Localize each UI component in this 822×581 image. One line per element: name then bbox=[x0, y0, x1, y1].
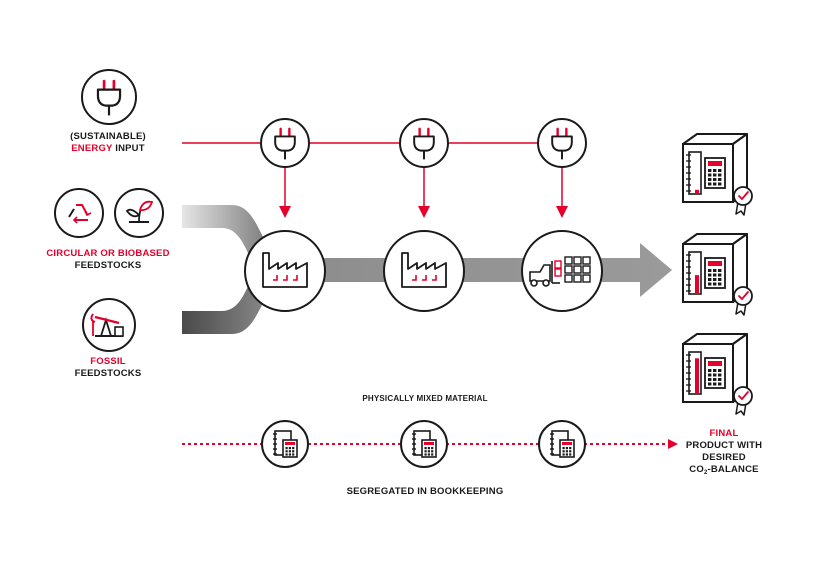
factory-icon-1 bbox=[244, 230, 326, 312]
fossil-feedstock-flow bbox=[182, 270, 270, 334]
product-box-icon-3 bbox=[682, 333, 753, 416]
bookkeeping-arrowhead bbox=[668, 439, 678, 449]
ledger-calculator-icon-2 bbox=[400, 420, 448, 468]
energy-input-label: (SUSTAINABLE) ENERGY INPUT bbox=[70, 131, 146, 154]
oil-pump-icon bbox=[82, 298, 136, 352]
recycle-icon bbox=[54, 188, 104, 238]
energy-plug-icon-3 bbox=[537, 118, 587, 168]
product-box-icon-2 bbox=[682, 233, 753, 316]
fossil-feedstocks-label: FOSSIL FEEDSTOCKS bbox=[74, 356, 142, 379]
circular-feedstock-flow bbox=[182, 205, 270, 268]
circular-feedstocks-label: CIRCULAR OR BIOBASED FEEDSTOCKS bbox=[46, 248, 170, 271]
energy-plug-icon-1 bbox=[260, 118, 310, 168]
forklift-warehouse-icon bbox=[521, 230, 603, 312]
final-product-label: FINAL PRODUCT WITH DESIRED CO2-BALANCE bbox=[685, 428, 763, 476]
main-process-flow bbox=[265, 243, 672, 297]
product-box-icon-1 bbox=[682, 133, 753, 216]
ledger-calculator-icon-1 bbox=[261, 420, 309, 468]
physically-mixed-label: PHYSICALLY MIXED MATERIAL bbox=[362, 394, 488, 403]
energy-plug-icon-2 bbox=[399, 118, 449, 168]
energy-input-plug-icon bbox=[81, 69, 137, 125]
input-word: INPUT bbox=[115, 143, 145, 154]
sprout-icon bbox=[114, 188, 164, 238]
ledger-calculator-icon-3 bbox=[538, 420, 586, 468]
energy-word: ENERGY bbox=[71, 143, 113, 154]
factory-icon-2 bbox=[383, 230, 465, 312]
bookkeeping-label: SEGREGATED IN BOOKKEEPING bbox=[346, 486, 504, 497]
